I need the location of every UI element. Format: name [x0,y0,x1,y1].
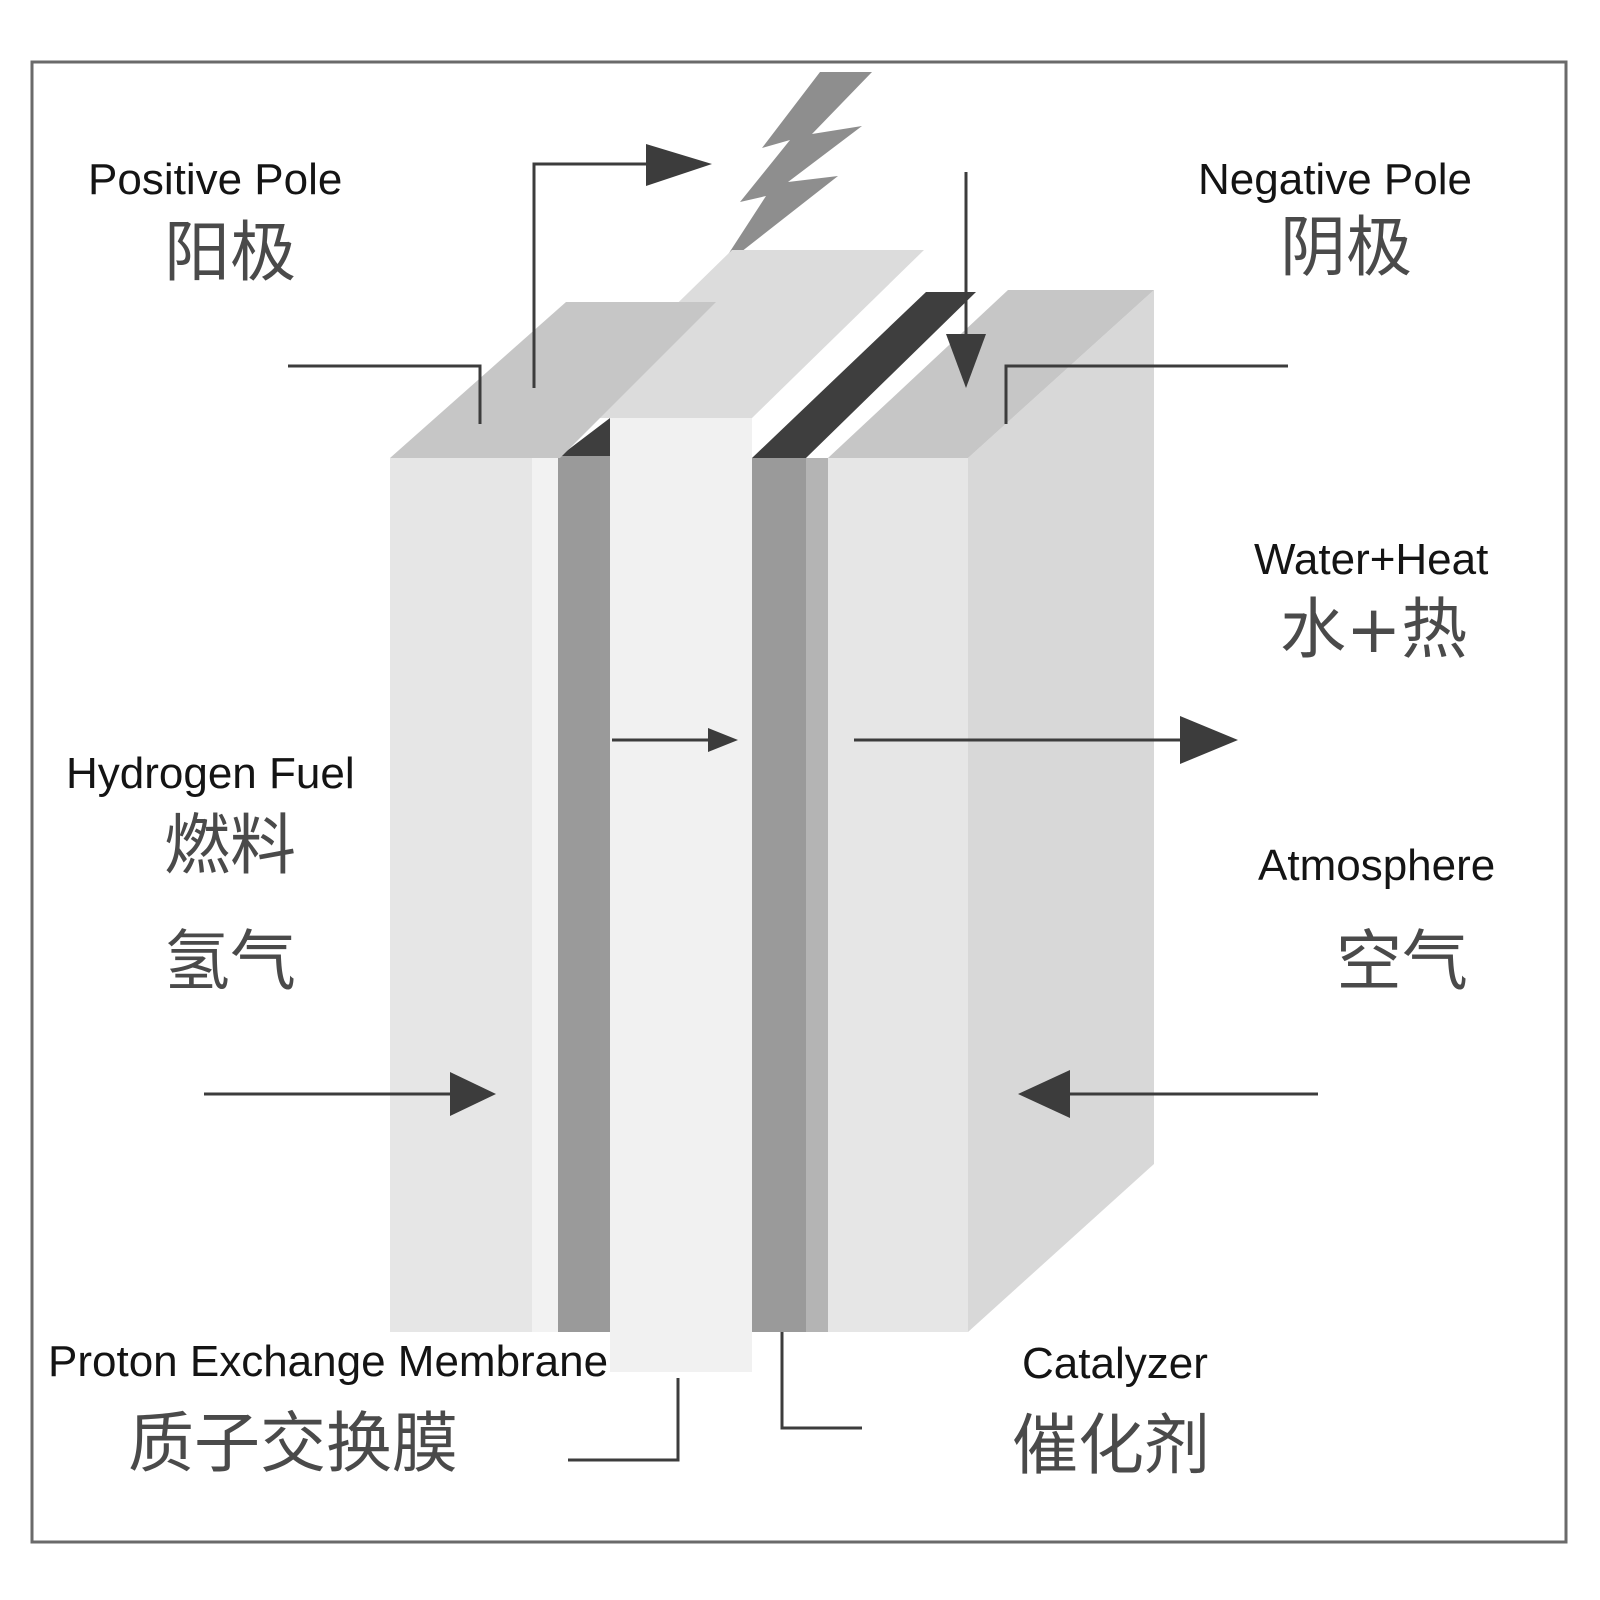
water-heat-label-zh: 水+热 [1280,591,1467,668]
hydrogen-inlet-arrowhead [450,1072,496,1116]
catalyzer-label-zh: 催化剂 [1012,1407,1210,1484]
hydrogen-fuel-label-zh-2: 氢气 [164,923,296,1000]
positive-pole-label-zh: 阳极 [164,214,296,291]
positive-pole-lead [288,364,482,424]
hydrogen-fuel-label-zh-1: 燃料 [164,807,296,884]
membrane-label-zh: 质子交换膜 [128,1405,458,1482]
anode-plate-top [390,302,716,458]
negative-pole-label: Negative Pole [1198,155,1472,204]
electron-return-arrowhead [946,334,986,388]
positive-pole-label: Positive Pole [88,155,342,204]
proton-exchange-membrane [610,418,752,1372]
anode-plate-front [390,458,532,1332]
cathode-plate-side [968,290,1154,1332]
membrane-label: Proton Exchange Membrane [48,1337,608,1386]
water-heat-label: Water+Heat [1254,535,1488,584]
negative-pole-label-zh: 阴极 [1280,209,1412,286]
atmosphere-label: Atmosphere [1258,841,1495,890]
hydrogen-fuel-label: Hydrogen Fuel [66,749,355,798]
catalyzer-label: Catalyzer [1022,1339,1208,1388]
cathode-catalyst [752,458,806,1332]
water-heat-outlet-arrowhead [1180,716,1238,764]
cathode-catalyst-back [806,458,828,1332]
cathode-catalyst-top [752,292,976,458]
electron-flow-arrowhead [646,144,712,186]
atmosphere-label-zh: 空气 [1336,923,1468,1000]
anode-catalyst [558,456,610,1332]
proton-flow-arrowhead [708,728,738,752]
lightning-bolt-icon [718,72,872,270]
catalyzer-leader [780,1332,862,1430]
electron-flow-wire [532,162,660,388]
cathode-plate-top [828,290,1154,458]
membrane-leader [568,1378,680,1462]
air-inlet-arrowhead [1018,1070,1070,1118]
anode-plate-gap [532,458,558,1332]
negative-pole-lead [1004,364,1288,424]
membrane-inner-shadow [560,418,610,456]
membrane-top [560,250,924,418]
cathode-plate-front [828,458,968,1332]
